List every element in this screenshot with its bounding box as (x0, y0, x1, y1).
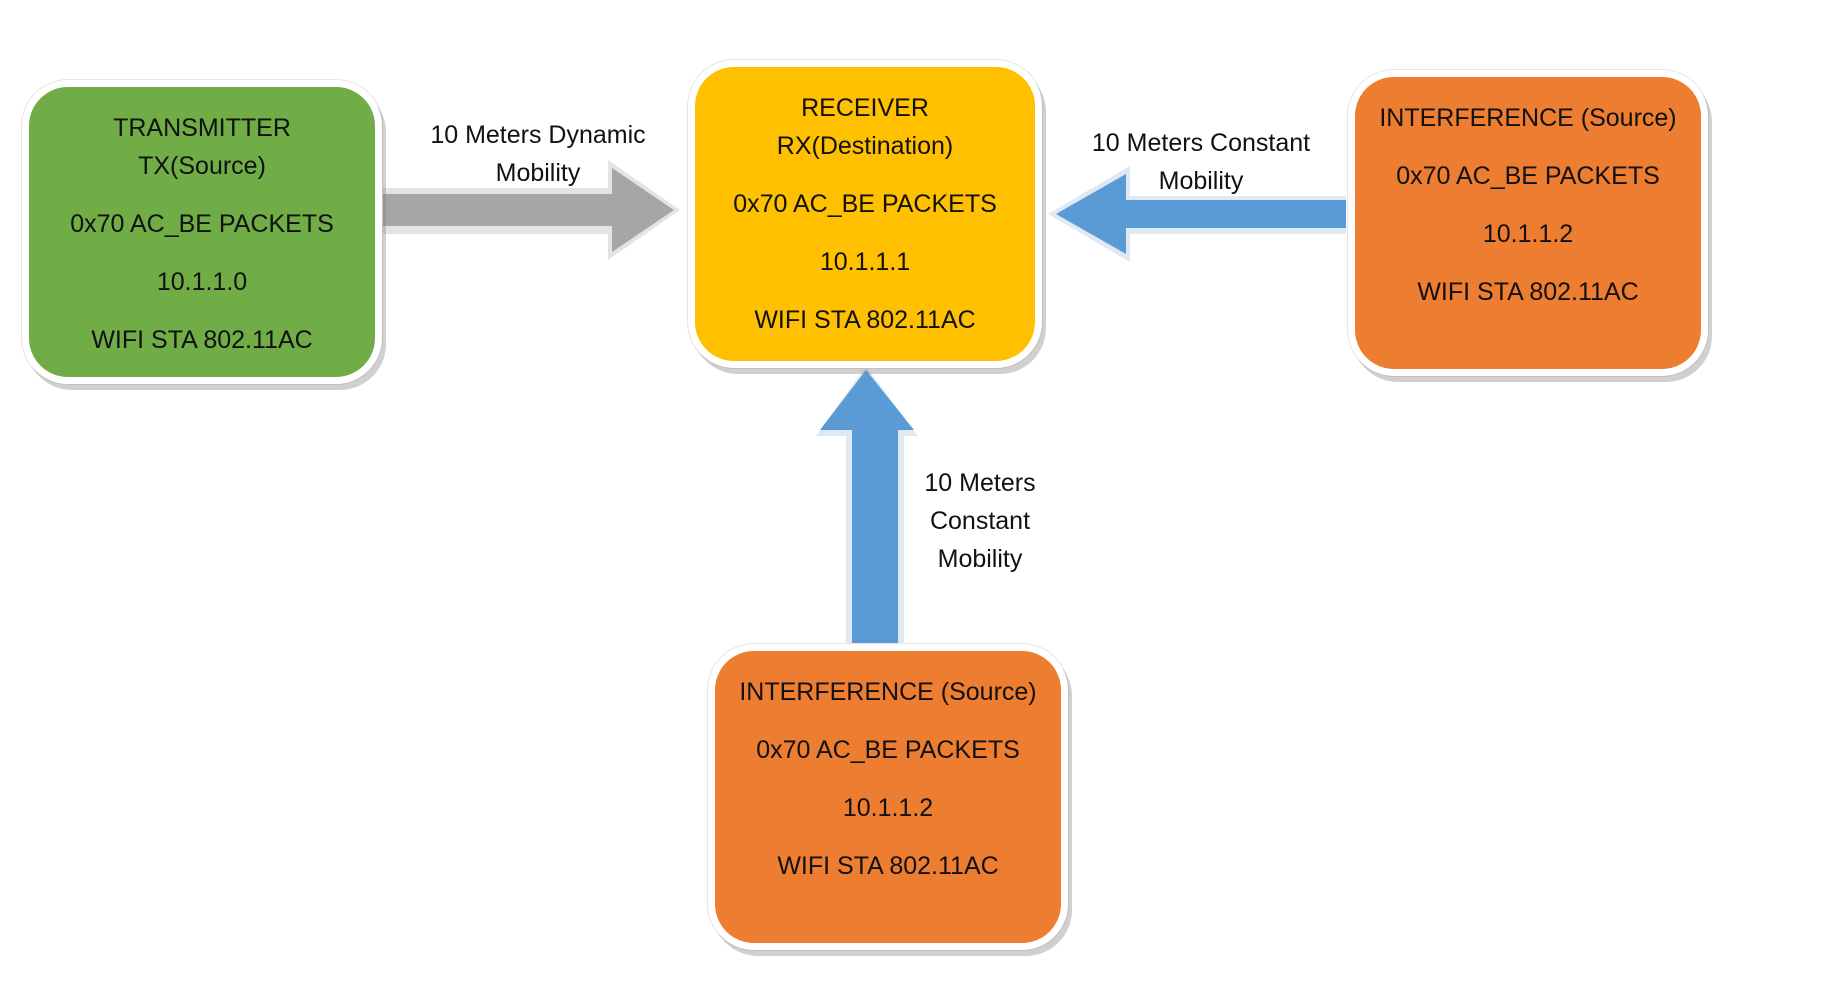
interference-right-standard: WIFI STA 802.11AC (1417, 278, 1639, 306)
arrow-tx-to-rx (376, 160, 680, 260)
transmitter-standard: WIFI STA 802.11AC (91, 326, 313, 354)
interference-bottom-ip: 10.1.1.2 (842, 794, 934, 822)
interference-bottom-node: INTERFERENCE (Source) 0x70 AC_BE PACKETS… (708, 644, 1068, 950)
receiver-ip: 10.1.1.1 (819, 248, 911, 276)
receiver-standard: WIFI STA 802.11AC (754, 306, 976, 334)
arrow-if-bottom-to-rx (816, 366, 918, 644)
edge-label-tx-to-rx-line-2: Mobility (495, 159, 581, 187)
transmitter-subtitle: TX(Source) (138, 152, 266, 180)
edge-label-tx-to-rx: 10 Meters Dynamic Mobility (418, 116, 658, 192)
edge-label-if-right-to-rx-line-1: 10 Meters Constant (1091, 129, 1311, 157)
edge-label-if-bottom-to-rx: 10 Meters Constant Mobility (900, 464, 1060, 578)
interference-bottom-standard: WIFI STA 802.11AC (777, 852, 999, 880)
receiver-subtitle: RX(Destination) (776, 132, 954, 160)
arrow-tx-to-rx-shape (382, 168, 674, 252)
arrow-if-right-to-rx-shape (1056, 174, 1346, 254)
interference-right-title: INTERFERENCE (Source) (1379, 104, 1677, 132)
edge-label-if-right-to-rx: 10 Meters Constant Mobility (1078, 124, 1324, 200)
receiver-packets: 0x70 AC_BE PACKETS (733, 190, 997, 218)
edge-label-if-bottom-to-rx-line-3: Mobility (937, 545, 1023, 573)
receiver-node: RECEIVER RX(Destination) 0x70 AC_BE PACK… (688, 60, 1042, 368)
arrow-if-bottom-to-rx-shape (820, 370, 914, 644)
arrow-if-right-to-rx (1048, 166, 1346, 262)
transmitter-packets: 0x70 AC_BE PACKETS (70, 210, 334, 238)
transmitter-ip: 10.1.1.0 (156, 268, 248, 296)
interference-right-node: INTERFERENCE (Source) 0x70 AC_BE PACKETS… (1348, 70, 1708, 376)
edge-label-if-right-to-rx-line-2: Mobility (1158, 167, 1244, 195)
interference-bottom-title: INTERFERENCE (Source) (739, 678, 1037, 706)
transmitter-node: TRANSMITTER TX(Source) 0x70 AC_BE PACKET… (22, 80, 382, 384)
edge-label-tx-to-rx-line-1: 10 Meters Dynamic (430, 121, 646, 149)
edge-label-if-bottom-to-rx-line-1: 10 Meters (924, 469, 1036, 497)
interference-right-packets: 0x70 AC_BE PACKETS (1396, 162, 1660, 190)
edge-label-if-bottom-to-rx-line-2: Constant (929, 507, 1031, 535)
receiver-title: RECEIVER (801, 94, 929, 122)
transmitter-title: TRANSMITTER (113, 114, 291, 142)
interference-right-ip: 10.1.1.2 (1482, 220, 1574, 248)
interference-bottom-packets: 0x70 AC_BE PACKETS (756, 736, 1020, 764)
